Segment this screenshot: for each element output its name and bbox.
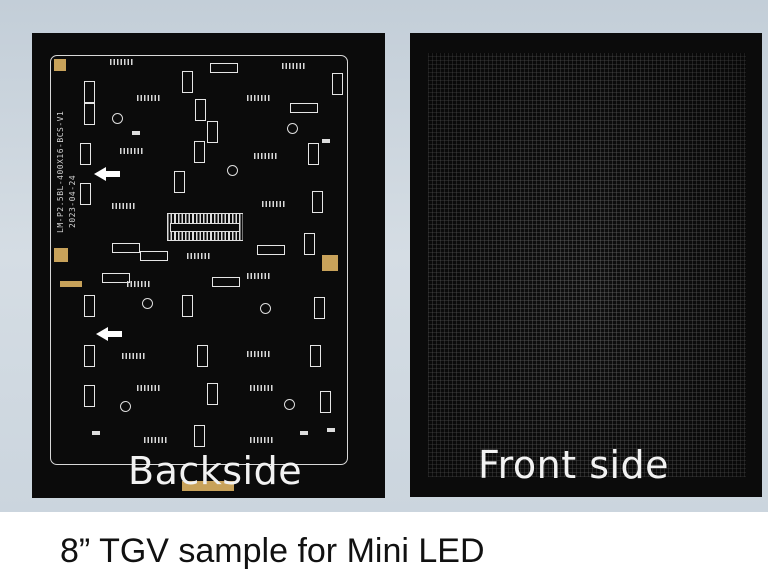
ic-pins xyxy=(110,59,134,65)
ic-pins xyxy=(127,281,151,287)
caption: 8” TGV sample for Mini LED xyxy=(60,532,485,570)
ic-footprint xyxy=(140,251,168,261)
component-circle xyxy=(120,401,131,412)
resistor xyxy=(300,431,308,435)
ic-footprint xyxy=(304,233,315,255)
ic-footprint xyxy=(197,345,208,367)
ic-pins xyxy=(262,201,286,207)
ic-footprint xyxy=(308,143,319,165)
ic-footprint xyxy=(182,295,193,317)
led-pad-array xyxy=(428,53,746,477)
gold-pad xyxy=(182,481,234,491)
ic-footprint xyxy=(84,385,95,407)
component-circle xyxy=(112,113,123,124)
ic-footprint xyxy=(80,143,91,165)
ic-footprint xyxy=(314,297,325,319)
ic-pins xyxy=(137,95,161,101)
ic-footprint xyxy=(194,425,205,447)
ic-footprint xyxy=(320,391,331,413)
gold-pad xyxy=(322,255,338,271)
resistor xyxy=(327,428,335,432)
component-circle xyxy=(287,123,298,134)
ic-footprint xyxy=(310,345,321,367)
arrow-left-icon xyxy=(94,167,120,181)
resistor xyxy=(322,139,330,143)
ic-pins xyxy=(250,385,274,391)
ic-pins xyxy=(137,385,161,391)
front-side-board xyxy=(410,33,762,497)
board-part-number: LM-P2.5BL-400X16-BCS-V1 xyxy=(56,110,65,233)
ic-footprint xyxy=(194,141,205,163)
ic-footprint xyxy=(312,191,323,213)
ic-footprint xyxy=(212,277,240,287)
ic-pins xyxy=(282,63,306,69)
ic-footprint xyxy=(207,121,218,143)
pcb-photo: LM-P2.5BL-400X16-BCS-V1 2023-04-24 xyxy=(0,0,768,512)
board-outline xyxy=(50,55,348,465)
gold-pad xyxy=(54,59,66,71)
ic-footprint xyxy=(207,383,218,405)
ic-footprint xyxy=(102,273,130,283)
ic-footprint xyxy=(84,295,95,317)
ic-pins xyxy=(247,273,271,279)
ic-pins xyxy=(254,153,278,159)
component-circle xyxy=(142,298,153,309)
ic-footprint xyxy=(332,73,343,95)
ic-pins xyxy=(112,203,136,209)
gold-pad xyxy=(60,281,82,287)
ic-footprint xyxy=(84,81,95,103)
ic-pins xyxy=(144,437,168,443)
ic-footprint xyxy=(80,183,91,205)
ic-footprint xyxy=(84,103,95,125)
ic-footprint xyxy=(182,71,193,93)
ic-pins xyxy=(120,148,144,154)
ic-footprint xyxy=(290,103,318,113)
connector-footprint xyxy=(167,213,243,241)
component-circle xyxy=(284,399,295,410)
ic-pins xyxy=(187,253,211,259)
component-circle xyxy=(227,165,238,176)
ic-pins xyxy=(247,95,271,101)
ic-footprint xyxy=(195,99,206,121)
resistor xyxy=(132,131,140,135)
arrow-left-icon xyxy=(96,327,122,341)
ic-footprint xyxy=(112,243,140,253)
ic-pins xyxy=(122,353,146,359)
board-date: 2023-04-24 xyxy=(68,174,77,228)
front-side-label: Front side xyxy=(478,443,670,487)
ic-pins xyxy=(250,437,274,443)
gold-pad xyxy=(54,248,68,262)
ic-footprint xyxy=(210,63,238,73)
ic-footprint xyxy=(174,171,185,193)
ic-footprint xyxy=(257,245,285,255)
backside-board: LM-P2.5BL-400X16-BCS-V1 2023-04-24 xyxy=(32,33,385,498)
ic-pins xyxy=(247,351,271,357)
resistor xyxy=(92,431,100,435)
component-circle xyxy=(260,303,271,314)
ic-footprint xyxy=(84,345,95,367)
backside-label: Backside xyxy=(128,449,303,493)
